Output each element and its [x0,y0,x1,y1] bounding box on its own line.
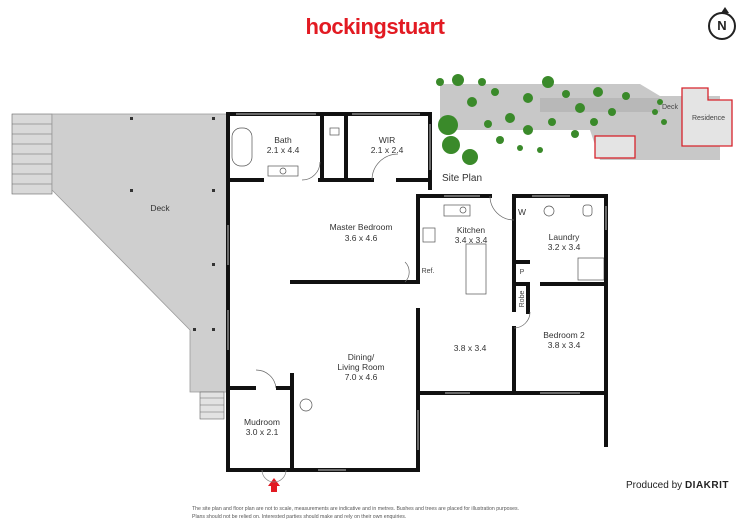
disclaimer-line-1: The site plan and floor plan are not to … [192,506,519,512]
windows [227,113,607,471]
credit-prefix: Produced by [626,480,683,491]
laundry-name: Laundry [549,232,580,242]
brand-logo: hockingstuart [305,14,445,39]
producer-credit: Produced by DIAKRIT [626,480,729,491]
mudroom-name: Mudroom [244,417,280,427]
disclaimer-line-2: Plans should not be relied on. Intereste… [192,514,407,520]
mudroom-dims: 3.0 x 2.1 [246,427,279,437]
mudroom-walls [228,386,292,472]
bedroom2-name: Bedroom 2 [543,330,585,340]
fridge-label: Ref. [422,268,435,275]
site-residence-label: Residence [692,115,725,122]
site-deck-label: Deck [662,104,678,111]
bath-dims: 2.1 x 4.4 [267,145,300,155]
dining-name-1: Dining/ [348,352,375,362]
disclaimer: The site plan and floor plan are not to … [192,505,612,521]
washer-label: W [518,207,526,217]
pantry-label: P [520,269,525,276]
bath-fixtures [231,127,340,177]
kitchen-fixtures [299,204,605,412]
deck-stairs [11,113,53,195]
kitchen-name: Kitchen [457,225,486,235]
site-plan: Deck Residence Site Plan [436,74,733,184]
dining-name-2: Living Room [337,362,384,372]
wir-name: WIR [379,135,396,145]
deck-area [51,113,229,393]
garage-outline [594,135,636,159]
residence-outline [681,87,733,147]
dining-dims: 7.0 x 4.6 [345,372,378,382]
laundry-dims: 3.2 x 3.4 [548,242,581,252]
room-38-dims: 3.8 x 3.4 [454,343,487,353]
mud-steps [199,391,225,420]
door-swings [255,153,531,389]
deck-posts [130,117,215,331]
kitchen-dims: 3.4 x 3.4 [455,235,488,245]
bath-name: Bath [274,135,292,145]
master-bedroom-dims: 3.6 x 4.6 [345,233,378,243]
deck-name: Deck [150,203,170,213]
entry-arrow-icon [268,478,280,492]
wir-dims: 2.1 x 2.4 [371,145,404,155]
robe-label: Robe [519,291,526,308]
bedroom2-dims: 3.8 x 3.4 [548,340,581,350]
north-compass-icon: N [708,7,736,40]
master-bedroom-name: Master Bedroom [330,222,393,232]
credit-brand: DIAKRIT [684,480,729,491]
site-plan-title: Site Plan [442,173,482,184]
